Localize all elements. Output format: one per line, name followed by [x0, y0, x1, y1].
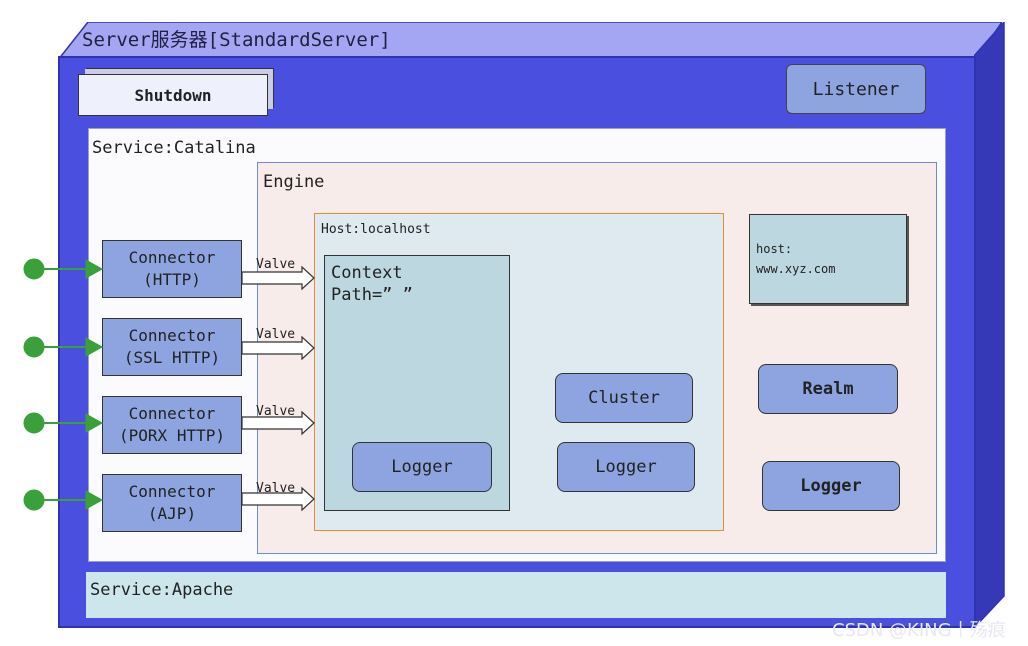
- engine-label: Engine: [263, 172, 325, 192]
- context-logger-box: Logger: [352, 442, 492, 492]
- port-ajp: [23, 489, 104, 511]
- realm-box: Realm: [758, 364, 898, 414]
- context-label: Context Path=” ”: [331, 263, 413, 305]
- server-title: Server服务器[StandardServer]: [82, 29, 391, 51]
- valve-label-porx-http: Valve: [256, 404, 296, 419]
- shutdown-box: Shutdown: [78, 74, 268, 116]
- valve-arrow-ajp: [241, 486, 315, 512]
- port-http: [23, 258, 104, 280]
- cluster-box: Cluster: [555, 373, 693, 423]
- server-top-face: [58, 22, 1002, 60]
- connector-ports: [23, 258, 104, 511]
- valve-label-http: Valve: [256, 257, 296, 272]
- server-side-face: [974, 22, 1005, 628]
- valve-arrow-http: [241, 265, 315, 291]
- valve-arrow-ssl-http: [241, 335, 315, 361]
- connector-ssl-http: Connector (SSL HTTP): [102, 318, 242, 376]
- host-localhost-label: Host:localhost: [321, 222, 431, 237]
- service-apache-label: Service:Apache: [90, 580, 234, 600]
- connector-ajp: Connector (AJP): [102, 474, 242, 532]
- port-ssl-http: [23, 336, 104, 358]
- service-catalina-label: Service:Catalina: [92, 138, 256, 158]
- port-porx-http: [23, 412, 104, 434]
- valve-label-ssl-http: Valve: [256, 327, 296, 342]
- connector-porx-http: Connector (PORX HTTP): [102, 396, 242, 454]
- host-xyz-box: host: www.xyz.com: [749, 214, 907, 304]
- engine-logger-box: Logger: [762, 461, 900, 511]
- listener-box: Listener: [786, 64, 926, 114]
- service-apache-container: [85, 571, 947, 619]
- watermark: CSDN @KING丨殇痕: [832, 620, 1006, 641]
- valve-arrows: [241, 265, 315, 512]
- connector-http: Connector (HTTP): [102, 240, 242, 298]
- valve-label-ajp: Valve: [256, 481, 296, 496]
- valve-arrow-porx-http: [241, 410, 315, 436]
- host-logger-box: Logger: [557, 442, 695, 492]
